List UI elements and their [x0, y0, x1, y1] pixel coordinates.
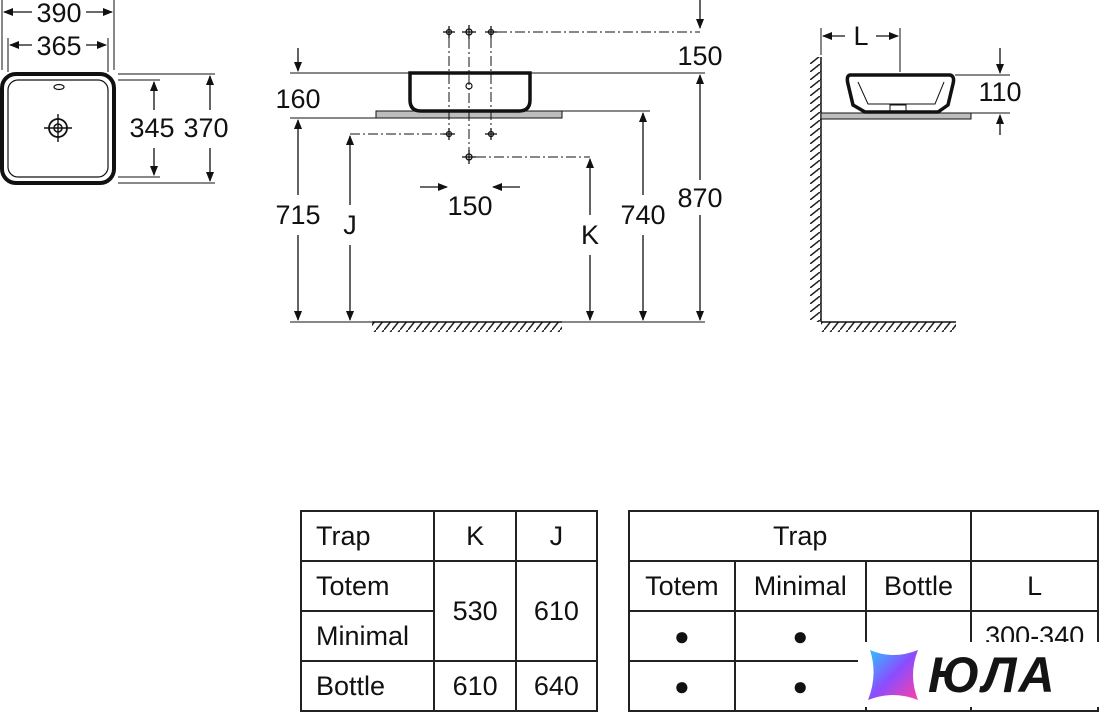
bullet-totem: ● — [628, 660, 736, 712]
header-k: K — [433, 510, 517, 562]
bullet-minimal: ● — [733, 610, 867, 662]
tap-marker-icon — [443, 25, 497, 164]
table-row: Bottle 610 640 — [299, 660, 599, 712]
watermark-text: ЮЛА — [928, 647, 1057, 703]
dim-projection: L — [853, 21, 868, 51]
watermark-logo: ЮЛА — [858, 642, 1100, 707]
dim-outer-width: 390 — [36, 0, 81, 28]
header-bottle: Bottle — [864, 560, 973, 612]
header-trap: Trap — [299, 510, 436, 562]
j-value: 610 — [514, 560, 599, 662]
header-totem: Totem — [628, 560, 736, 612]
floor-hatch — [372, 322, 562, 332]
front-view: 150 160 715 J 150 K 740 870 — [275, 0, 723, 332]
side-view: L 110 — [810, 21, 1022, 332]
dim-trap-j: J — [343, 210, 357, 240]
trap-dimensions-table: Trap K J Totem 530 610 Minimal Bottle 61… — [299, 510, 599, 712]
table-header-row: Trap K J — [299, 510, 599, 562]
drain-icon — [44, 114, 72, 142]
floor-hatch-side — [821, 322, 956, 332]
dim-outer-depth: 370 — [183, 113, 228, 143]
table-row: Totem 530 610 — [299, 560, 599, 662]
top-view: 390 365 345 370 — [0, 0, 229, 185]
header-j: J — [514, 510, 599, 562]
dim-trap-k: K — [581, 220, 599, 250]
table-subheader-row: Totem Minimal Bottle L — [628, 560, 1099, 612]
table-row: Minimal — [299, 610, 597, 662]
star-logo-icon — [868, 650, 918, 700]
basin-side — [845, 73, 956, 114]
dim-inner-depth: 345 — [129, 113, 174, 143]
table-header-row: Trap — [627, 510, 1099, 562]
j-value: 640 — [514, 660, 599, 712]
dim-counter-height: 715 — [275, 200, 320, 230]
header-trap: Trap — [627, 510, 973, 562]
basin-front — [408, 71, 532, 113]
dim-basin-depth: 110 — [978, 77, 1021, 107]
countertop-side — [820, 112, 972, 120]
basin-inner-outline — [7, 79, 109, 178]
header-l-blank — [970, 510, 1099, 562]
dim-inner-width: 365 — [36, 31, 81, 61]
wall-hatch — [810, 57, 821, 322]
dim-basin-height: 160 — [275, 84, 320, 114]
trap-name: Minimal — [299, 610, 436, 662]
dim-counter-top: 740 — [620, 200, 665, 230]
k-value: 530 — [433, 560, 517, 662]
header-l: L — [970, 560, 1099, 612]
bullet-minimal: ● — [733, 660, 867, 712]
overflow-hole — [53, 83, 65, 91]
dim-basin-top: 870 — [677, 183, 722, 213]
bullet-totem: ● — [628, 610, 736, 662]
header-minimal: Minimal — [733, 560, 867, 612]
trap-name: Totem — [299, 560, 436, 612]
dim-tap-offset: 150 — [677, 41, 722, 71]
technical-drawing: 390 365 345 370 — [0, 0, 1022, 332]
dim-tap-spacing: 150 — [447, 191, 492, 221]
k-value: 610 — [433, 660, 517, 712]
trap-name: Bottle — [299, 660, 436, 712]
